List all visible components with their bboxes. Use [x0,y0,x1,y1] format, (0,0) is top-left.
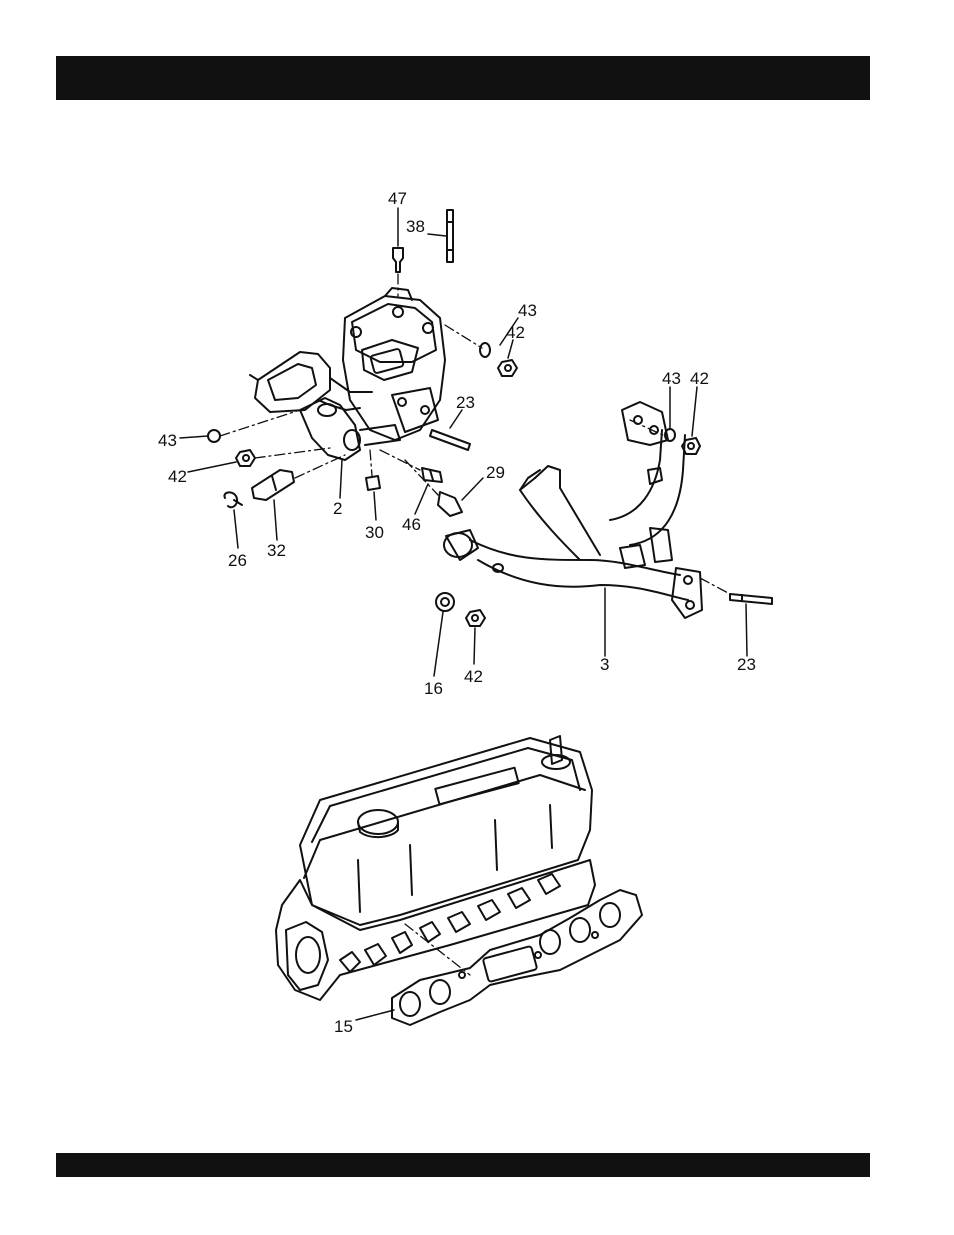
callout-38: 38 [406,217,425,236]
nut-42a [498,360,517,376]
callout-42: 42 [690,369,709,388]
callout-43: 43 [662,369,681,388]
callout-15: 15 [334,1017,353,1036]
callout-3: 3 [600,655,609,674]
intake-manifold-part-2 [250,288,445,460]
stud-23b [730,594,772,604]
footer-bar [56,1153,870,1177]
exhaust-manifold-part-3 [444,402,702,618]
callout-43: 43 [158,431,177,450]
washer-43b [208,430,220,442]
callout-32: 32 [267,541,286,560]
bolt-47 [393,248,403,272]
nut-42d [466,610,485,626]
callout-23: 23 [456,393,475,412]
callout-42: 42 [506,323,525,342]
callout-42: 42 [168,467,187,486]
cylinder-head [276,736,595,1000]
fitting-32 [252,470,294,500]
callout-46: 46 [402,515,421,534]
washer-43a [480,343,490,357]
center-lines [220,274,730,975]
callout-30: 30 [365,523,384,542]
stud-23a [430,430,470,450]
gasket-16 [436,593,454,611]
callout-23: 23 [737,655,756,674]
stud-38 [447,210,453,262]
leader-lines [180,208,747,1020]
callout-26: 26 [228,551,247,570]
callout-43: 43 [518,301,537,320]
callout-42: 42 [464,667,483,686]
callout-labels: 47 38 43 42 23 43 42 43 42 29 2 30 46 26… [158,189,756,1036]
callout-2: 2 [333,499,342,518]
callout-29: 29 [486,463,505,482]
callout-47: 47 [388,189,407,208]
clip-26 [224,492,242,507]
nut-42b [236,450,255,466]
bolt-46 [422,468,442,482]
bolt-29 [438,492,462,516]
plug-30 [366,476,380,490]
callout-16: 16 [424,679,443,698]
